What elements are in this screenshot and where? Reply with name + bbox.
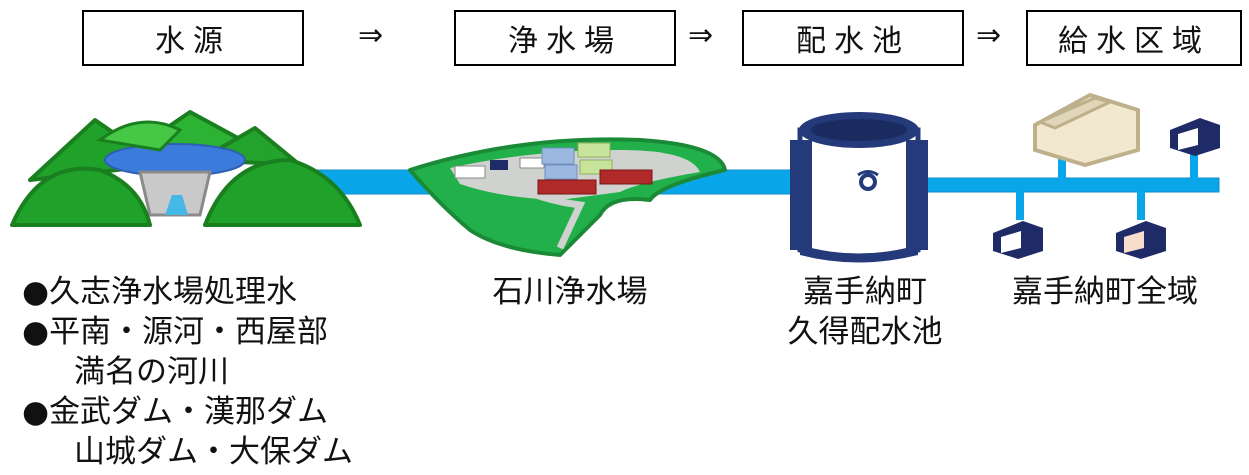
reservoir-tank-icon	[790, 112, 928, 263]
reservoir-caption-line-1: 嘉手納町	[803, 274, 927, 310]
stage-label-supply-area: 給水区域	[1058, 24, 1210, 59]
stage-label-reservoir: 配水池	[796, 24, 910, 59]
stage-box-purification-plant: 浄水場	[454, 10, 676, 66]
stage-label-source: 水源	[155, 24, 231, 59]
source-item: 山城ダム・大保ダム	[74, 434, 353, 470]
source-item: ●久志浄水場処理水	[22, 274, 298, 310]
source-item: ●金武ダム・漢那ダム	[22, 394, 329, 430]
branch-pipe-2	[1190, 150, 1198, 180]
house-icon	[993, 221, 1043, 259]
flow-arrow-3: ⇒	[976, 18, 1002, 53]
stage-label-plant: 浄水場	[508, 24, 622, 59]
water-plant-icon	[408, 137, 727, 257]
supply-area-caption: 嘉手納町全域	[1012, 274, 1198, 310]
water-supply-diagram	[10, 93, 1220, 263]
reservoir-caption: 嘉手納町 久得配水池	[765, 272, 965, 352]
stage-box-source: 水源	[82, 10, 304, 66]
reservoir-caption-line-2: 久得配水池	[787, 314, 943, 350]
flow-arrow-1: ⇒	[358, 18, 384, 53]
house-icon	[1116, 221, 1166, 259]
stage-box-supply-area: 給水区域	[1026, 10, 1242, 66]
house-icon	[1170, 118, 1220, 156]
stage-box-reservoir: 配水池	[742, 10, 964, 66]
branch-pipe-3	[1016, 190, 1024, 220]
source-item: 満名の河川	[74, 354, 229, 390]
plant-caption: 石川浄水場	[492, 274, 648, 310]
branch-pipe-4	[1137, 190, 1145, 220]
source-item: ●平南・源河・西屋部	[22, 314, 329, 350]
flow-arrow-2: ⇒	[688, 18, 714, 53]
building-icon	[1033, 93, 1140, 167]
water-pipe-distribution	[904, 177, 1220, 193]
water-source-list: ●久志浄水場処理水 ●平南・源河・西屋部 満名の河川 ●金武ダム・漢那ダム 山城…	[22, 272, 353, 472]
dam-mountains-icon	[10, 110, 362, 227]
